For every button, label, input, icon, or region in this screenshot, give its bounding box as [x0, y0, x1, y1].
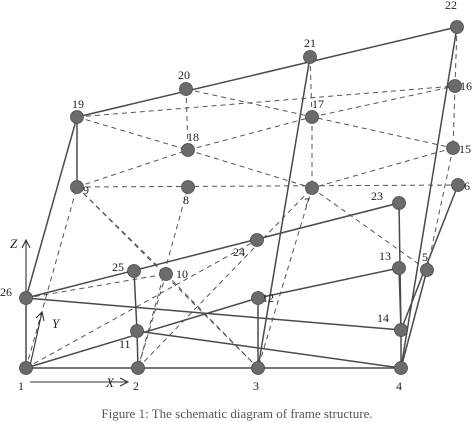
dashed-member-18-17: [187, 116, 313, 151]
dashed-member-15-5: [426, 147, 454, 271]
solid-member-26-14: [25, 297, 402, 331]
dashed-member-26-10: [25, 273, 167, 299]
node-7: [305, 181, 319, 195]
node-label-7: 7: [304, 195, 310, 209]
node-label-3: 3: [253, 379, 259, 393]
dashed-member-22-16: [454, 26, 458, 87]
node-label-20: 20: [178, 68, 190, 82]
solid-members: [25, 26, 459, 369]
node-8: [181, 180, 195, 194]
dashed-member-9-18: [76, 149, 189, 188]
node-label-12: 12: [262, 291, 274, 305]
dashed-member-1-24: [25, 239, 258, 369]
node-10: [159, 267, 173, 281]
solid-member-5-4: [400, 269, 428, 369]
node-6: [451, 178, 465, 192]
node-21: [303, 50, 317, 64]
node-label-8: 8: [183, 193, 189, 207]
solid-member-26-23: [25, 202, 400, 299]
node-4: [394, 361, 408, 375]
node-13: [392, 261, 406, 275]
solid-member-6-14: [400, 184, 459, 331]
node-22: [450, 20, 464, 34]
solid-member-11-25: [133, 270, 138, 332]
dashed-member-17-16: [311, 85, 456, 118]
node-label-1: 1: [18, 379, 24, 393]
node-label-26: 26: [0, 285, 12, 299]
node-3: [251, 361, 265, 375]
solid-member-19-22: [76, 26, 458, 118]
node-25: [127, 264, 141, 278]
solid-member-11-4: [136, 330, 402, 369]
node-label-24: 24: [233, 245, 245, 259]
dashed-member-7-3: [257, 187, 313, 369]
node-label-4: 4: [396, 379, 402, 393]
y-axis-arrowhead: [35, 310, 45, 322]
dashed-member-20-15: [185, 88, 454, 149]
node-20: [179, 82, 193, 96]
figure-caption: Figure 1: The schematic diagram of frame…: [101, 406, 373, 421]
node-2: [131, 361, 145, 375]
node-17: [305, 110, 319, 124]
nodes: [19, 20, 465, 375]
node-label-17: 17: [312, 97, 324, 111]
node-5: [420, 263, 434, 277]
node-label-21: 21: [304, 36, 316, 50]
node-label-18: 18: [187, 130, 199, 144]
node-26: [19, 291, 33, 305]
node-16: [448, 79, 462, 93]
node-24: [250, 233, 264, 247]
node-label-6: 6: [464, 179, 470, 193]
node-1: [19, 361, 33, 375]
dashed-member-7-5: [311, 187, 428, 271]
node-12: [251, 291, 265, 305]
node-label-9: 9: [83, 183, 89, 197]
node-label-13: 13: [379, 249, 391, 263]
node-18: [181, 143, 195, 157]
node-label-19: 19: [72, 97, 84, 111]
node-label-25: 25: [112, 260, 124, 274]
dashed-member-10-3: [165, 273, 259, 369]
y-axis-label: Y: [52, 316, 61, 331]
node-label-11: 11: [119, 337, 131, 351]
dashed-member-21-17: [309, 56, 313, 118]
x-axis-label: X: [105, 375, 115, 390]
node-label-15: 15: [459, 142, 471, 156]
dashed-member-1-9: [25, 186, 78, 369]
dashed-member-16-15: [452, 85, 456, 149]
z-axis-arrowhead: [21, 238, 31, 249]
x-axis-arrowhead: [119, 377, 130, 387]
solid-member-26-19: [25, 116, 78, 299]
node-label-10: 10: [176, 267, 188, 281]
node-label-5: 5: [422, 250, 428, 264]
axis-indicators: Z Y X: [10, 236, 130, 390]
node-label-16: 16: [460, 79, 472, 93]
dashed-member-10-2: [137, 273, 167, 369]
dashed-member-18-7: [187, 149, 313, 189]
node-23: [392, 196, 406, 210]
node-9: [70, 180, 84, 194]
solid-member-22-4: [400, 26, 458, 369]
node-15: [446, 141, 460, 155]
dashed-member-20-18: [185, 88, 189, 151]
dashed-member-9-10: [76, 186, 167, 275]
node-label-2: 2: [133, 379, 139, 393]
solid-member-21-3: [257, 56, 311, 369]
node-label-22: 22: [445, 0, 457, 12]
node-label-14: 14: [377, 311, 389, 325]
dashed-member-19-16: [76, 85, 456, 118]
dashed-member-15-7: [311, 147, 454, 189]
solid-member-12-13: [257, 267, 400, 299]
node-19: [70, 110, 84, 124]
node-label-23: 23: [371, 189, 383, 203]
node-11: [130, 324, 144, 338]
dashed-member-9-6: [76, 184, 459, 188]
dashed-member-19-18: [76, 116, 189, 151]
node-14: [394, 323, 408, 337]
y-axis-arrow: [29, 311, 43, 367]
z-axis-label: Z: [10, 236, 18, 251]
